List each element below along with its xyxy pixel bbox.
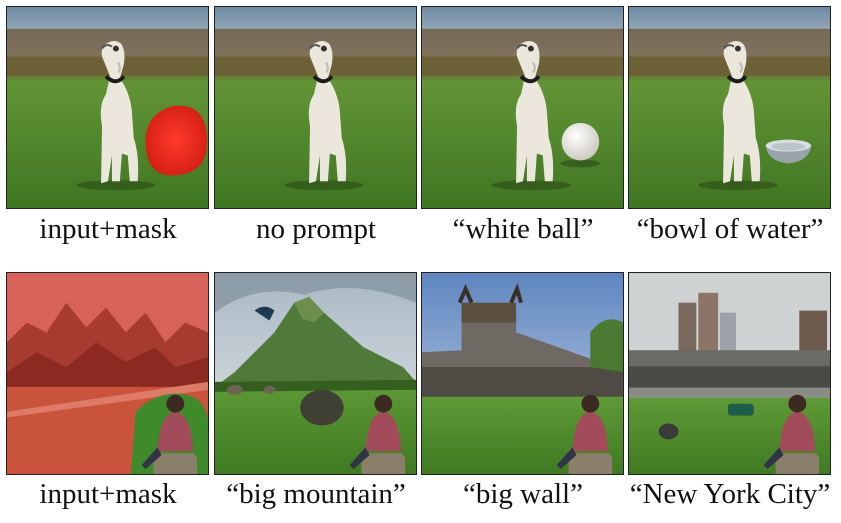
image-panel-dog-bowl-of-water <box>628 6 831 209</box>
caption-park-1: input+mask <box>39 478 177 510</box>
caption-dog-4: “bowl of water” <box>636 213 824 245</box>
caption-dog-3: “white ball” <box>452 213 594 245</box>
caption-dog-1: input+mask <box>39 213 177 245</box>
image-panel-dog-white-ball <box>421 6 624 209</box>
caption-park-2: “big mountain” <box>226 478 406 510</box>
image-panel-dog-no-prompt <box>214 6 417 209</box>
image-panel-park-input-mask <box>6 272 209 475</box>
caption-park-4: “New York City” <box>629 478 831 510</box>
image-panel-park-big-wall <box>421 272 624 475</box>
white-ball <box>561 122 600 161</box>
caption-dog-2: no prompt <box>255 213 377 245</box>
red-mask-region <box>145 105 208 176</box>
image-panel-park-new-york-city <box>628 272 831 475</box>
image-panel-dog-input-mask <box>6 6 209 209</box>
image-panel-park-big-mountain <box>214 272 417 475</box>
water-bowl <box>765 139 812 164</box>
caption-park-3: “big wall” <box>463 478 583 510</box>
